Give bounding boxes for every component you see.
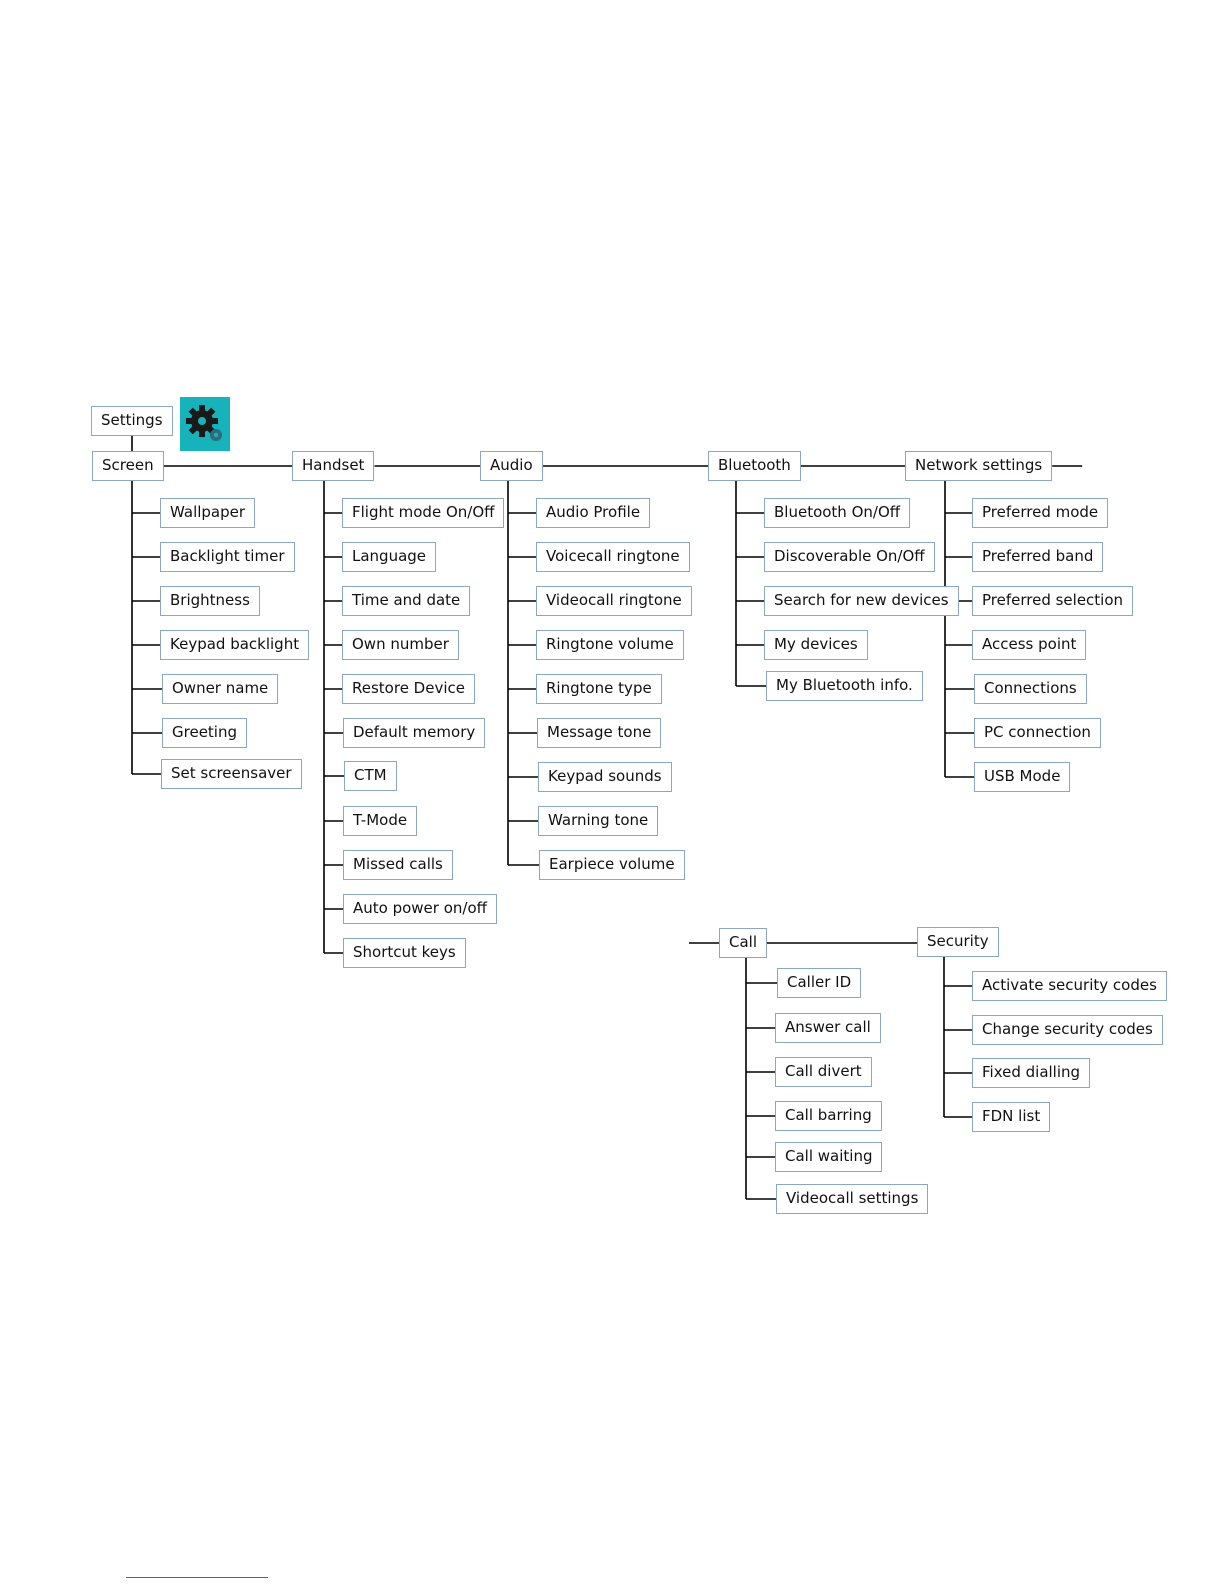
menu-item-set-screensaver[interactable]: Set screensaver bbox=[161, 759, 302, 789]
menu-item-backlight-timer[interactable]: Backlight timer bbox=[160, 542, 295, 572]
group-header-network-settings[interactable]: Network settings bbox=[905, 451, 1053, 481]
menu-item-fixed-dialling[interactable]: Fixed dialling bbox=[972, 1058, 1091, 1088]
menu-item-pc-connection[interactable]: PC connection bbox=[974, 718, 1101, 748]
menu-item-call-waiting[interactable]: Call waiting bbox=[775, 1142, 883, 1172]
menu-item-activate-security-codes[interactable]: Activate security codes bbox=[972, 971, 1167, 1001]
menu-item-greeting[interactable]: Greeting bbox=[162, 718, 247, 748]
menu-item-warning-tone[interactable]: Warning tone bbox=[538, 806, 659, 836]
menu-item-t-mode[interactable]: T-Mode bbox=[343, 806, 418, 836]
menu-item-caller-id[interactable]: Caller ID bbox=[777, 968, 862, 998]
menu-item-default-memory[interactable]: Default memory bbox=[343, 718, 486, 748]
menu-item-my-bluetooth-info[interactable]: My Bluetooth info. bbox=[766, 671, 923, 701]
group-header-security[interactable]: Security bbox=[917, 927, 999, 957]
menu-item-owner-name[interactable]: Owner name bbox=[162, 674, 279, 704]
menu-item-preferred-mode[interactable]: Preferred mode bbox=[972, 498, 1109, 528]
menu-item-videocall-settings[interactable]: Videocall settings bbox=[776, 1184, 929, 1214]
menu-item-audio-profile[interactable]: Audio Profile bbox=[536, 498, 651, 528]
menu-item-videocall-ringtone[interactable]: Videocall ringtone bbox=[536, 586, 692, 616]
menu-item-ringtone-type[interactable]: Ringtone type bbox=[536, 674, 662, 704]
gear-icon bbox=[180, 397, 230, 451]
menu-item-auto-power[interactable]: Auto power on/off bbox=[343, 894, 497, 924]
group-header-screen[interactable]: Screen bbox=[92, 451, 164, 481]
menu-item-brightness[interactable]: Brightness bbox=[160, 586, 260, 616]
menu-item-bluetooth-on-off[interactable]: Bluetooth On/Off bbox=[764, 498, 911, 528]
menu-item-wallpaper[interactable]: Wallpaper bbox=[160, 498, 256, 528]
menu-item-language[interactable]: Language bbox=[342, 542, 437, 572]
menu-item-my-devices[interactable]: My devices bbox=[764, 630, 868, 660]
menu-item-answer-call[interactable]: Answer call bbox=[775, 1013, 881, 1043]
menu-item-own-number[interactable]: Own number bbox=[342, 630, 459, 660]
group-header-bluetooth[interactable]: Bluetooth bbox=[708, 451, 801, 481]
menu-item-earpiece-volume[interactable]: Earpiece volume bbox=[539, 850, 685, 880]
group-header-call[interactable]: Call bbox=[719, 928, 768, 958]
menu-item-ringtone-volume[interactable]: Ringtone volume bbox=[536, 630, 684, 660]
menu-item-call-barring[interactable]: Call barring bbox=[775, 1101, 882, 1131]
settings-root-node[interactable]: Settings bbox=[91, 406, 173, 436]
menu-item-call-divert[interactable]: Call divert bbox=[775, 1057, 872, 1087]
menu-item-change-security-codes[interactable]: Change security codes bbox=[972, 1015, 1163, 1045]
menu-item-ctm[interactable]: CTM bbox=[344, 761, 397, 791]
menu-item-flight-mode[interactable]: Flight mode On/Off bbox=[342, 498, 505, 528]
menu-item-message-tone[interactable]: Message tone bbox=[537, 718, 662, 748]
menu-item-voicecall-ringtone[interactable]: Voicecall ringtone bbox=[536, 542, 690, 572]
menu-item-time-and-date[interactable]: Time and date bbox=[342, 586, 471, 616]
menu-item-preferred-band[interactable]: Preferred band bbox=[972, 542, 1104, 572]
footer-rule bbox=[126, 1577, 268, 1578]
menu-item-preferred-selection[interactable]: Preferred selection bbox=[972, 586, 1134, 616]
menu-item-restore-device[interactable]: Restore Device bbox=[342, 674, 475, 704]
group-header-audio[interactable]: Audio bbox=[480, 451, 543, 481]
menu-item-access-point[interactable]: Access point bbox=[972, 630, 1087, 660]
menu-item-discoverable[interactable]: Discoverable On/Off bbox=[764, 542, 935, 572]
menu-item-connections[interactable]: Connections bbox=[974, 674, 1087, 704]
menu-item-usb-mode[interactable]: USB Mode bbox=[974, 762, 1071, 792]
menu-item-fdn-list[interactable]: FDN list bbox=[972, 1102, 1051, 1132]
menu-item-missed-calls[interactable]: Missed calls bbox=[343, 850, 453, 880]
menu-item-keypad-backlight[interactable]: Keypad backlight bbox=[160, 630, 310, 660]
group-header-handset[interactable]: Handset bbox=[292, 451, 375, 481]
menu-item-shortcut-keys[interactable]: Shortcut keys bbox=[343, 938, 466, 968]
menu-item-search-devices[interactable]: Search for new devices bbox=[764, 586, 959, 616]
menu-item-keypad-sounds[interactable]: Keypad sounds bbox=[538, 762, 672, 792]
